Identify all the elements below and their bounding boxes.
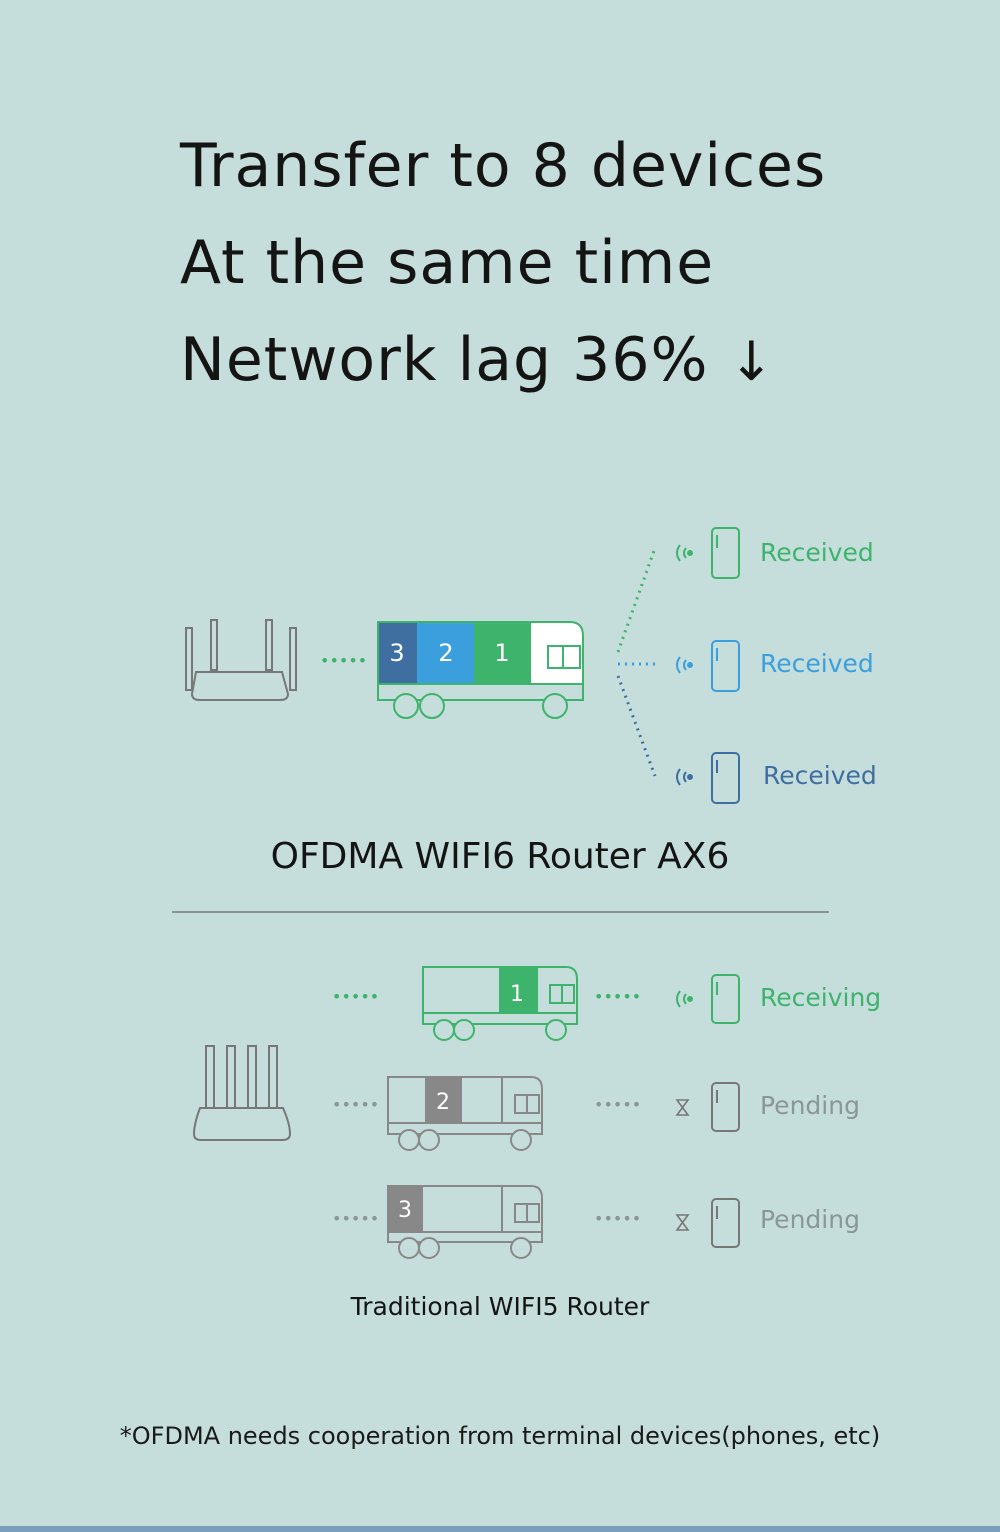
wifi5-device-3-status: Pending	[760, 1205, 860, 1234]
signal-icon	[676, 544, 693, 562]
dotted-link-darkblue	[616, 675, 657, 777]
wifi5-device-2-status: Pending	[760, 1091, 860, 1120]
dots-row3-right: •••••	[594, 1209, 641, 1228]
dots-row1-left: •••••	[332, 987, 379, 1006]
packet-1-block	[474, 623, 530, 683]
packet-3-block	[389, 1187, 423, 1231]
wifi5-truck-2	[387, 1076, 543, 1151]
device-3-status: Received	[763, 761, 877, 790]
dots-row2-left: •••••	[332, 1095, 379, 1114]
wifi6-router-icon	[185, 619, 297, 701]
headline-line-3-text: Network lag 36%	[180, 325, 709, 395]
phone-icon	[711, 1082, 740, 1132]
dotted-link-green	[616, 547, 657, 653]
hourglass-icon	[675, 1099, 690, 1116]
signal-icon	[676, 768, 693, 786]
dots-row1-right: •••••	[594, 987, 641, 1006]
signal-icon	[676, 990, 693, 1008]
wifi5-truck-3	[387, 1185, 543, 1259]
packet-3-label: 3	[398, 1198, 412, 1223]
phone-icon	[711, 1198, 740, 1248]
phone-icon	[711, 752, 740, 804]
wifi5-caption: Traditional WIFI5 Router	[350, 1292, 650, 1321]
ofdma-truck	[377, 621, 584, 719]
packet-1-label: 1	[494, 639, 509, 667]
packet-2-block	[425, 1078, 462, 1122]
dots-router-to-truck: •••••	[320, 651, 367, 670]
packet-2-label: 2	[436, 1090, 450, 1115]
packet-3-block	[379, 623, 417, 683]
wifi5-truck-1	[422, 966, 578, 1041]
signal-icon	[676, 656, 693, 674]
down-arrow-icon: ↓	[728, 330, 775, 393]
phone-icon	[711, 974, 740, 1024]
footnote: *OFDMA needs cooperation from terminal d…	[119, 1422, 881, 1450]
packet-1-label: 1	[510, 982, 524, 1007]
device-2-status: Received	[760, 649, 874, 678]
wifi5-device-1-status: Receiving	[760, 983, 882, 1012]
ofdma-caption: OFDMA WIFI6 Router AX6	[270, 836, 730, 877]
wifi5-router-icon	[192, 1045, 292, 1141]
device-1-status: Received	[760, 538, 874, 567]
phone-icon	[711, 640, 740, 692]
packet-1-block	[499, 968, 536, 1012]
hourglass-icon	[675, 1214, 690, 1231]
headline: Transfer to 8 devices At the same time N…	[180, 118, 826, 410]
packet-3-label: 3	[389, 639, 404, 667]
dots-row3-left: •••••	[332, 1209, 379, 1228]
phone-icon	[711, 527, 740, 579]
packet-2-label: 2	[438, 639, 453, 667]
headline-line-1: Transfer to 8 devices	[180, 131, 827, 201]
packet-2-block	[417, 623, 474, 683]
headline-line-2: At the same time	[180, 228, 715, 298]
bottom-bar	[0, 1526, 1000, 1532]
headline-line-3: Network lag 36% ↓	[180, 312, 826, 410]
dots-row2-right: •••••	[594, 1095, 641, 1114]
